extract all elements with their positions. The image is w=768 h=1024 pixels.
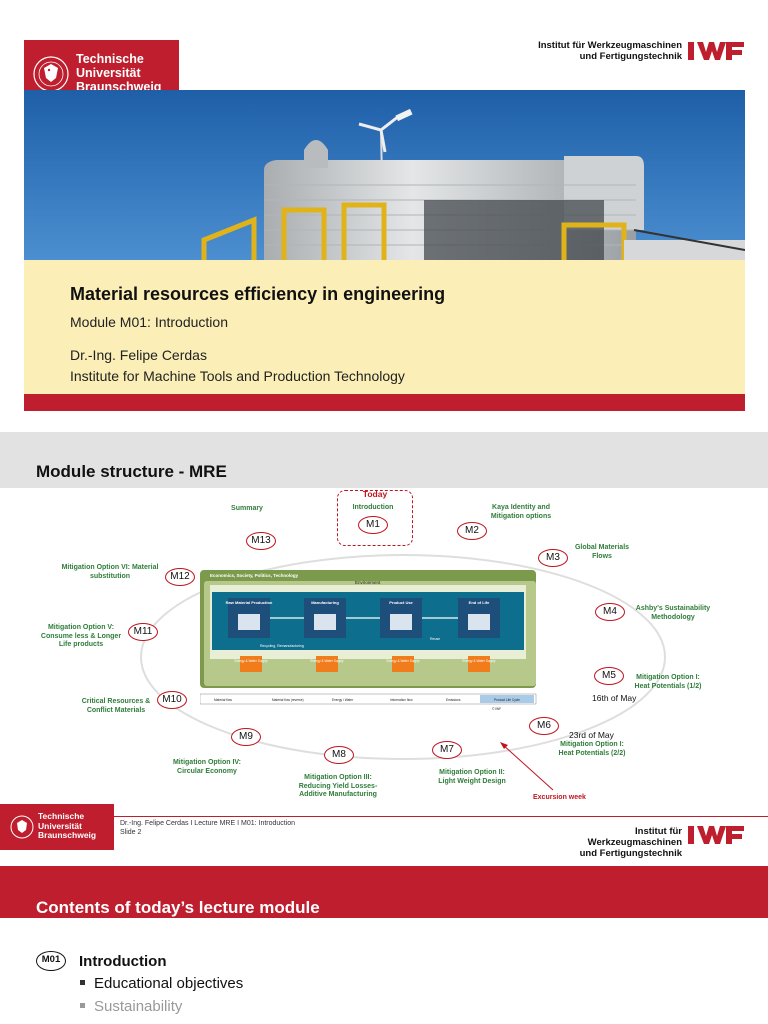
- module-m3-label: Global Materials Flows: [574, 544, 630, 560]
- supply-label-3: Energy & Water Supply: [386, 659, 419, 663]
- module-m1-label: Introduction: [352, 504, 394, 511]
- title-slide: Technische Universität Braunschweig Inst…: [0, 0, 768, 432]
- today-label: Today: [362, 489, 388, 499]
- red-divider-band: [24, 394, 745, 411]
- iwf-mark-icon-footer: [688, 826, 744, 844]
- title-band: Material resources efficiency in enginee…: [24, 260, 745, 394]
- institute-logo-text: Institut für Werkzeugmaschinen und Ferti…: [538, 40, 682, 62]
- slide-subtitle: Module M01: Introduction: [70, 314, 228, 330]
- module-ring: [140, 554, 666, 791]
- module-m9-label: Mitigation Option IV: Circular Economy: [172, 759, 242, 775]
- module-m7[interactable]: M7: [432, 741, 462, 759]
- logo-text-small: Technische Universität Braunschweig: [38, 811, 97, 840]
- institute-name: Institute for Machine Tools and Producti…: [70, 368, 405, 384]
- module-m1[interactable]: M1: [358, 516, 388, 534]
- legend-material-flow: Material flow: [214, 698, 233, 702]
- slide-header: Module structure - MRE: [0, 432, 768, 488]
- stage-manufacturing: Manufacturing: [311, 600, 339, 605]
- module-m8[interactable]: M8: [324, 746, 354, 764]
- contents-slide: Contents of today’s lecture module M01 I…: [0, 864, 768, 1024]
- module-m5-date: 16th of May: [592, 693, 637, 703]
- list-item: Educational objectives: [80, 975, 243, 992]
- contents-heading: Contents of today’s lecture module: [36, 898, 320, 917]
- module-m12-label: Mitigation Option VI: Material substitut…: [61, 564, 159, 580]
- list-item: Sustainability: [80, 998, 182, 1015]
- module-m7-label: Mitigation Option II: Light Weight Desig…: [438, 769, 506, 785]
- module-m13-label: Summary: [231, 505, 263, 512]
- supply-label-1: Energy & Water Supply: [234, 659, 267, 663]
- today-highlight-box: [337, 490, 413, 546]
- slide-heading: Module structure - MRE: [36, 462, 227, 481]
- tu-braunschweig-logo-small: Technische Universität Braunschweig: [0, 804, 114, 850]
- diagram-outer-label: Economics, Society, Politics, Technology: [210, 573, 299, 578]
- module-m2-label: Kaya Identity and Mitigation options: [490, 504, 552, 520]
- stage-end-of-life: End of Life: [469, 600, 490, 605]
- module-m4[interactable]: M4: [595, 603, 625, 621]
- author-name: Dr.-Ing. Felipe Cerdas: [70, 347, 207, 363]
- logo-text: Technische Universität Braunschweig: [76, 52, 162, 94]
- module-m4-label: Ashby's Sustainability Methodology: [635, 605, 711, 621]
- diagram-env-label: Environment: [355, 580, 381, 585]
- building-photo: [24, 90, 745, 260]
- slide-title: Material resources efficiency in enginee…: [70, 284, 446, 304]
- iwf-mark-icon: [688, 42, 744, 60]
- module-m5-label: Mitigation Option I: Heat Potentials (1/…: [634, 674, 702, 690]
- legend-energy-water: Energy / Water: [332, 698, 354, 702]
- diagram-copyright: © IWF: [492, 707, 501, 711]
- module-m11[interactable]: M11: [128, 623, 158, 641]
- module-m6[interactable]: M6: [529, 717, 559, 735]
- slide-header-red: Contents of today’s lecture module: [0, 866, 768, 918]
- stage-product-use: Product Use: [389, 600, 413, 605]
- recycling-label: Recycling, Remanufacturing: [260, 644, 304, 648]
- legend-life-cycle: Product Life Cycle: [494, 698, 520, 702]
- institute-logo-text-footer: Institut für Werkzeugmaschinen und Ferti…: [579, 826, 682, 859]
- module-m13[interactable]: M13: [246, 532, 276, 550]
- iwf-institute-logo: Institut für Werkzeugmaschinen und Ferti…: [414, 38, 744, 68]
- module-m3[interactable]: M3: [538, 549, 568, 567]
- section-title: Introduction: [79, 953, 167, 970]
- module-structure-slide: Module structure - MRE Economics, Societ…: [0, 432, 768, 864]
- iwf-institute-logo-footer: Institut für Werkzeugmaschinen und Ferti…: [540, 824, 744, 859]
- supply-label-2: Energy & Water Supply: [310, 659, 343, 663]
- module-m9[interactable]: M9: [231, 728, 261, 746]
- module-m10-label: Critical Resources & Conflict Materials: [81, 698, 151, 714]
- building-photo-image: [24, 90, 745, 260]
- module-m11-label: Mitigation Option V: Consume less & Long…: [40, 624, 122, 648]
- module-m12[interactable]: M12: [165, 568, 195, 586]
- reuse-label: Reuse: [430, 637, 440, 641]
- excursion-week-label: Excursion week: [533, 794, 586, 801]
- supply-label-4: Energy & Water Supply: [462, 659, 495, 663]
- legend-emissions: Emissions: [446, 698, 461, 702]
- product-life-cycle-diagram: Economics, Society, Politics, Technology…: [200, 570, 537, 711]
- stage-raw-material: Raw Material Production: [226, 600, 273, 605]
- module-m5[interactable]: M5: [594, 667, 624, 685]
- module-m2[interactable]: M2: [457, 522, 487, 540]
- legend-material-reverse: Material flow (reverse): [272, 698, 304, 702]
- footer-text: Dr.-Ing. Felipe Cerdas I Lecture MRE I M…: [120, 820, 296, 836]
- module-m6-label: Mitigation Option I: Heat Potentials (2/…: [558, 741, 626, 757]
- module-m6-date: 23rd of May: [569, 730, 614, 740]
- module-m10[interactable]: M10: [157, 691, 187, 709]
- module-badge: M01: [36, 951, 66, 971]
- university-seal-icon-small: [10, 815, 34, 839]
- footer-divider: [0, 816, 768, 817]
- legend-information: Information flow: [390, 698, 413, 702]
- module-m8-label: Mitigation Option III: Reducing Yield Lo…: [298, 774, 378, 798]
